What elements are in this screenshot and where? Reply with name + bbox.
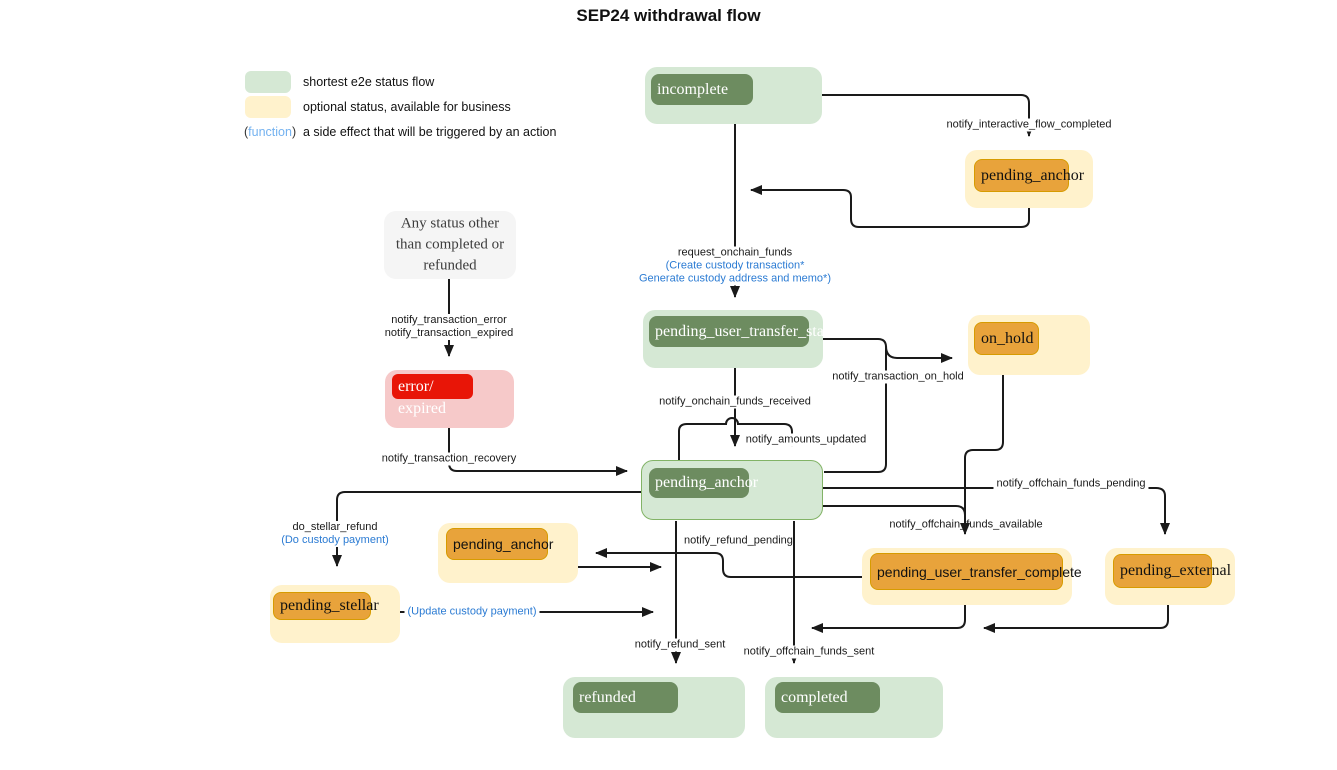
node-incomplete-chip: incomplete (651, 74, 753, 105)
edge-label-notify-amounts-updated: notify_amounts_updated (742, 433, 870, 447)
node-completed: completed (765, 677, 943, 738)
legend-label-function: a side effect that will be triggered by … (303, 125, 557, 139)
legend-label-optional-status: optional status, available for business (303, 100, 511, 114)
edge-on-hold-down (960, 375, 1004, 535)
edge-label-notify-offchain-funds-available: notify_offchain_funds_available (889, 518, 1043, 531)
edge-incomplete-to-pending-anchor-top (822, 94, 1034, 137)
edge-label-notify-transaction-error-expired: notify_transaction_error notify_transact… (381, 314, 517, 340)
edge-branch-to-on-hold (885, 345, 953, 363)
edge-label-request-onchain-funds: request_onchain_funds (Create custody tr… (636, 246, 834, 286)
node-pending-anchor-top: pending_anchor (965, 150, 1093, 208)
edge-label-create-custody-transaction: (Create custody transaction* (665, 259, 805, 272)
node-pending-anchor-top-label: pending_anchor (981, 166, 1085, 184)
node-pending-user-transfer-complete-label: pending_user_transfer_complete (877, 563, 1082, 580)
node-pending-anchor-left-label: pending_anchor (453, 536, 554, 552)
edge-label-notify-offchain-funds-pending: notify_offchain_funds_pending (993, 477, 1149, 491)
edge-label-notify-refund-pending: notify_refund_pending (684, 534, 793, 547)
node-pending-anchor-center: pending_anchor (641, 460, 823, 520)
node-pending-user-transfer-start-chip: pending_user_transfer_start (649, 316, 834, 347)
node-on-hold: on_hold (968, 315, 1090, 375)
edge-putc-to-pending-anchor-left (595, 548, 862, 578)
edge-pending-anchor-to-pending-stellar (332, 491, 641, 567)
edge-label-do-stellar-refund: do_stellar_refund (Do custody payment) (278, 521, 392, 547)
node-pending-anchor-left-chip: pending_anchor (446, 528, 553, 560)
node-incomplete: incomplete (645, 67, 822, 124)
edge-label-notify-onchain-funds-received: notify_onchain_funds_received (656, 395, 814, 409)
legend-swatch-shortest-flow (245, 71, 291, 93)
legend-label-shortest-flow: shortest e2e status flow (303, 75, 435, 89)
node-pending-user-transfer-complete: pending_user_transfer_complete (862, 548, 1082, 605)
node-pending-stellar-label: pending_stellar (280, 597, 379, 614)
node-completed-label: completed (781, 688, 848, 706)
node-pending-stellar-chip: pending_stellar (273, 592, 379, 620)
legend-swatch-optional-status (245, 96, 291, 118)
edge-label-do-custody-payment: (Do custody payment) (281, 534, 389, 546)
node-error-chip: error/ (392, 374, 473, 399)
node-refunded-chip: refunded (573, 682, 678, 713)
node-pending-external-label: pending_external (1120, 562, 1232, 579)
node-pending-user-transfer-start-label: pending_user_transfer_start (655, 322, 834, 340)
node-pending-anchor-center-label: pending_anchor (655, 474, 759, 491)
edge-label-notify-transaction-recovery: notify_transaction_recovery (378, 452, 520, 466)
edge-label-notify-interactive-flow-completed: notify_interactive_flow_completed (943, 118, 1115, 132)
edge-pending-external-to-completed-line (983, 605, 1169, 633)
edge-label-update-custody-payment: (Update custody payment) (404, 605, 540, 619)
edge-label-notify-refund-sent: notify_refund_sent (631, 638, 729, 652)
edge-pending-anchor-to-pending-external (823, 487, 1170, 535)
node-expired-label: expired (398, 400, 446, 417)
edge-pending-anchor-to-putc (823, 505, 966, 516)
node-pending-anchor-left: pending_anchor (438, 523, 578, 583)
page-title: SEP24 withdrawal flow (576, 6, 761, 25)
node-on-hold-chip: on_hold (974, 322, 1039, 355)
node-pending-stellar: pending_stellar (270, 585, 400, 643)
legend-function-sample: (function) (244, 125, 297, 139)
edge-label-generate-custody-address: Generate custody address and memo*) (639, 272, 831, 285)
node-any-status-text: Any status other than completed or refun… (395, 215, 505, 274)
node-refunded: refunded (563, 677, 745, 738)
edge-pending-anchor-top-return (750, 185, 1030, 228)
node-completed-chip: completed (775, 682, 880, 713)
node-pending-external-chip: pending_external (1113, 554, 1231, 588)
node-any-status: Any status other than completed or refun… (384, 211, 516, 279)
node-pending-user-transfer-start: pending_user_transfer_start (643, 310, 834, 368)
edge-putc-to-completed-line (811, 605, 966, 633)
node-refunded-label: refunded (579, 688, 636, 706)
node-pending-external: pending_external (1105, 548, 1235, 605)
node-incomplete-label: incomplete (657, 80, 729, 98)
edge-label-notify-transaction-on-hold: notify_transaction_on_hold (829, 370, 967, 384)
legend-function-word: function (248, 125, 292, 139)
node-error-expired: error/ expired (385, 370, 514, 428)
node-pending-anchor-top-chip: pending_anchor (974, 159, 1084, 192)
node-pending-user-transfer-complete-chip: pending_user_transfer_complete (870, 553, 1082, 590)
node-on-hold-label: on_hold (981, 329, 1034, 347)
node-pending-anchor-center-chip: pending_anchor (649, 468, 758, 498)
edge-puts-right-down-to-pending-anchor (823, 338, 887, 473)
edge-pending-anchor-self-loop (678, 417, 797, 460)
node-error-label: error/ (398, 377, 434, 395)
edge-label-notify-offchain-funds-sent: notify_offchain_funds_sent (740, 645, 878, 659)
